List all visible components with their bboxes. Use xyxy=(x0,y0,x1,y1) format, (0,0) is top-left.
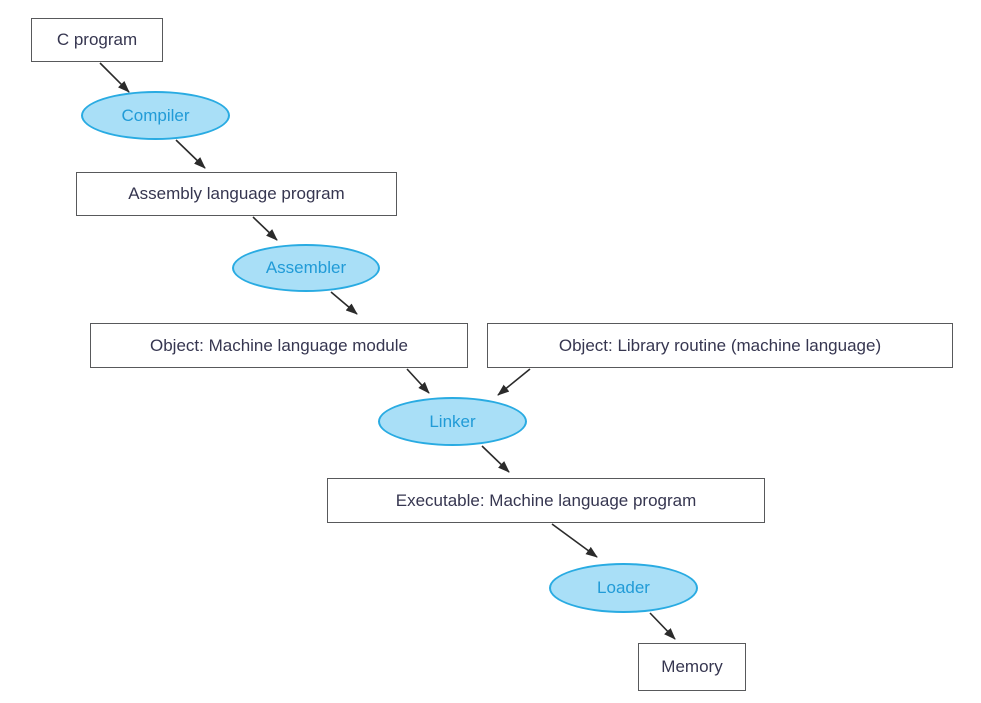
node-c-program: C program xyxy=(31,18,163,62)
node-label: Compiler xyxy=(121,105,190,125)
node-linker: Linker xyxy=(378,397,527,446)
edge-objectmodule-linker xyxy=(406,368,430,394)
node-label: Assembler xyxy=(265,258,347,277)
node-label: Object: Machine language module xyxy=(150,335,408,355)
node-executable-machine-language-program: Executable: Machine language program xyxy=(327,478,765,523)
edge-compiler-assembly xyxy=(175,139,206,169)
node-label: Linker xyxy=(429,411,476,431)
edge-executable-loader xyxy=(551,523,598,558)
node-object-library-routine: Object: Library routine (machine languag… xyxy=(487,323,953,368)
node-compiler: Compiler xyxy=(81,91,230,140)
edge-assembler-objectmodule xyxy=(330,291,358,315)
node-label: Object: Library routine (machine languag… xyxy=(558,335,882,355)
edge-assembly-assembler xyxy=(252,216,278,241)
node-label: Loader xyxy=(597,578,650,597)
node-object-machine-language-module: Object: Machine language module xyxy=(90,323,468,368)
node-label: Assembly language program xyxy=(128,184,345,203)
edge-cprogram-compiler xyxy=(99,62,130,93)
node-label: C program xyxy=(56,30,138,49)
node-loader: Loader xyxy=(549,563,698,613)
edge-loader-memory xyxy=(649,612,676,640)
node-memory: Memory xyxy=(638,643,746,691)
node-assembler: Assembler xyxy=(232,244,380,292)
edge-linker-executable xyxy=(481,445,510,473)
edge-objectlibrary-linker xyxy=(497,368,531,396)
node-assembly-language-program: Assembly language program xyxy=(76,172,397,216)
node-label: Executable: Machine language program xyxy=(395,490,697,510)
node-label: Memory xyxy=(661,657,723,676)
